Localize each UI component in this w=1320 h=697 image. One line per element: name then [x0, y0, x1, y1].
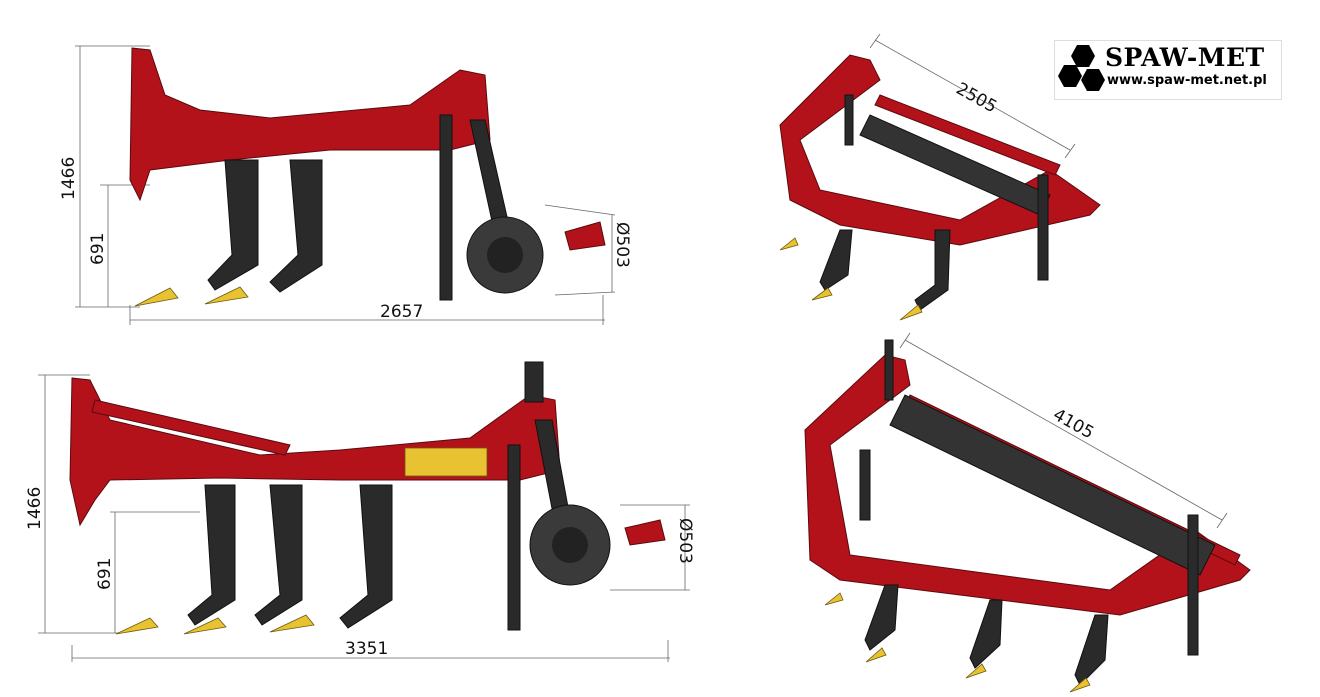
dimension-roller-diameter: Ø503 [675, 518, 695, 564]
roller [859, 114, 1051, 216]
side-view-3-tine: 1466 691 2657 Ø503 [59, 45, 632, 325]
brand-logo: SPAW-MET www.spaw-met.net.pl [1054, 40, 1282, 100]
dimension-length: 2657 [380, 302, 423, 322]
hexagon-logo-icon [1058, 45, 1105, 91]
dimension-height: 1466 [59, 157, 79, 200]
dimension-tine-height: 691 [88, 233, 108, 265]
dimension-length: 3351 [345, 639, 388, 659]
dimension-tine-height: 691 [95, 558, 115, 590]
brand-name: SPAW-MET [1105, 43, 1265, 72]
dimension-width: 4105 [1050, 405, 1098, 443]
brand-url: www.spaw-met.net.pl [1107, 73, 1267, 88]
dimension-height: 1466 [25, 487, 45, 530]
isometric-view-5-tine: 4105 [804, 332, 1251, 693]
dimension-width: 2505 [953, 79, 1001, 117]
dimension-roller-diameter: Ø503 [612, 222, 632, 268]
side-view-5-tine: 1466 691 3351 Ø503 [25, 361, 695, 662]
isometric-view-3-tine: 2505 [779, 33, 1101, 321]
